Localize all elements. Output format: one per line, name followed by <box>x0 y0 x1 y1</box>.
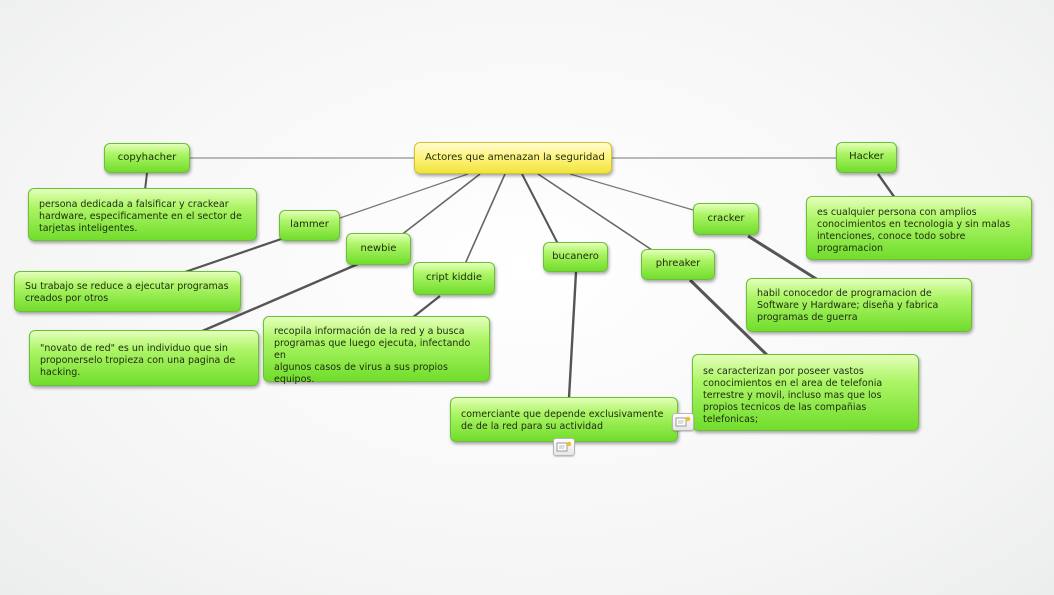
note-line: "novato de red" es un individuo que sin <box>40 343 228 354</box>
central-topic-label: Actores que amenazan la seguridad <box>425 151 605 163</box>
note-line: Software y Hardware; diseña y fabrica <box>757 299 939 311</box>
note-line: hacking. <box>40 366 81 378</box>
link-central-criptkiddie <box>464 173 506 265</box>
topic-newbie[interactable]: newbie <box>346 233 411 265</box>
note-attachment-icon[interactable] <box>553 438 575 456</box>
note-line: creados por otros <box>25 292 109 304</box>
topic-bucanero[interactable]: bucanero <box>543 242 608 272</box>
link-central-phreaker <box>537 173 653 251</box>
note-line: propios tecnicos de las compañias <box>703 401 867 413</box>
note-line: proponerselo tropieza con una pagina de <box>40 354 236 366</box>
topic-label: Hacker <box>849 151 884 163</box>
topic-cript-kiddie[interactable]: cript kiddie <box>413 262 495 295</box>
topic-label: cracker <box>707 212 745 224</box>
note-line: conocimientos en el area de telefonia <box>703 377 883 389</box>
link-phreaker-note <box>688 278 770 358</box>
note-hacker[interactable]: es cualquier persona con amplios conocim… <box>806 196 1032 260</box>
topic-label: newbie <box>360 242 397 254</box>
note-line: programacion <box>817 242 884 254</box>
note-cracker[interactable]: habil conocedor de programacion de Softw… <box>746 278 972 332</box>
note-line: comerciante que depende exclusivamente <box>461 409 664 420</box>
note-line: se caracterizan por poseer vastos <box>703 366 864 377</box>
link-newbie-note <box>199 262 359 334</box>
note-line: es cualquier persona con amplios <box>817 207 977 218</box>
link-bucanero-note <box>567 271 578 399</box>
link-central-newbie <box>399 173 481 237</box>
link-central-lammer <box>339 173 469 219</box>
central-topic[interactable]: Actores que amenazan la seguridad <box>414 142 612 174</box>
note-line: habil conocedor de programacion de <box>757 288 932 299</box>
note-line: telefonicas; <box>703 413 759 425</box>
note-line: intenciones, conoce todo sobre <box>817 230 966 242</box>
note-phreaker[interactable]: se caracterizan por poseer vastos conoci… <box>692 354 919 431</box>
note-line: persona dedicada a falsificar y crackear <box>39 199 229 210</box>
note-newbie[interactable]: "novato de red" es un individuo que sin … <box>29 330 259 386</box>
note-line: tarjetas inteligentes. <box>39 222 138 234</box>
note-line: hardware, especificamente en el sector d… <box>39 210 242 222</box>
note-line: de de la red para su actividad <box>461 420 604 432</box>
note-lammer[interactable]: Su trabajo se reduce a ejecutar programa… <box>14 271 241 312</box>
note-line: conocimientos en tecnologia y sin malas <box>817 218 1011 230</box>
topic-label: phreaker <box>655 258 701 270</box>
topic-hacker[interactable]: Hacker <box>836 142 897 173</box>
link-criptkiddie-note <box>411 295 441 319</box>
topic-label: lammer <box>290 219 329 231</box>
note-line: equipos. <box>274 373 315 385</box>
link-central-bucanero <box>521 173 559 245</box>
link-lammer-note <box>184 234 291 274</box>
note-line: programas de guerra <box>757 311 858 323</box>
topic-phreaker[interactable]: phreaker <box>641 249 715 280</box>
topic-copyhacher[interactable]: copyhacher <box>104 143 190 173</box>
topic-cracker[interactable]: cracker <box>693 203 759 235</box>
note-line: terrestre y movil, incluso mas que los <box>703 389 882 401</box>
note-line: recopila información de la red y a busca <box>274 326 465 337</box>
topic-label: cript kiddie <box>425 272 483 284</box>
note-line: algunos casos de virus a sus propios <box>274 361 448 373</box>
link-central-cracker <box>569 173 701 213</box>
link-copyhacher-note <box>144 172 148 191</box>
note-line: programas que luego ejecuta, infectando … <box>274 337 471 361</box>
link-hacker-note <box>877 173 896 199</box>
note-bucanero[interactable]: comerciante que depende exclusivamente d… <box>450 397 678 442</box>
link-cracker-note <box>747 234 819 282</box>
topic-label: copyhacher <box>117 151 177 163</box>
topic-label: bucanero <box>552 250 599 262</box>
note-copyhacher[interactable]: persona dedicada a falsificar y crackear… <box>28 188 257 241</box>
topic-lammer[interactable]: lammer <box>279 210 340 241</box>
note-cript-kiddie[interactable]: recopila información de la red y a busca… <box>263 316 490 385</box>
note-line: Su trabajo se reduce a ejecutar programa… <box>25 281 229 292</box>
note-attachment-icon[interactable] <box>672 413 694 431</box>
